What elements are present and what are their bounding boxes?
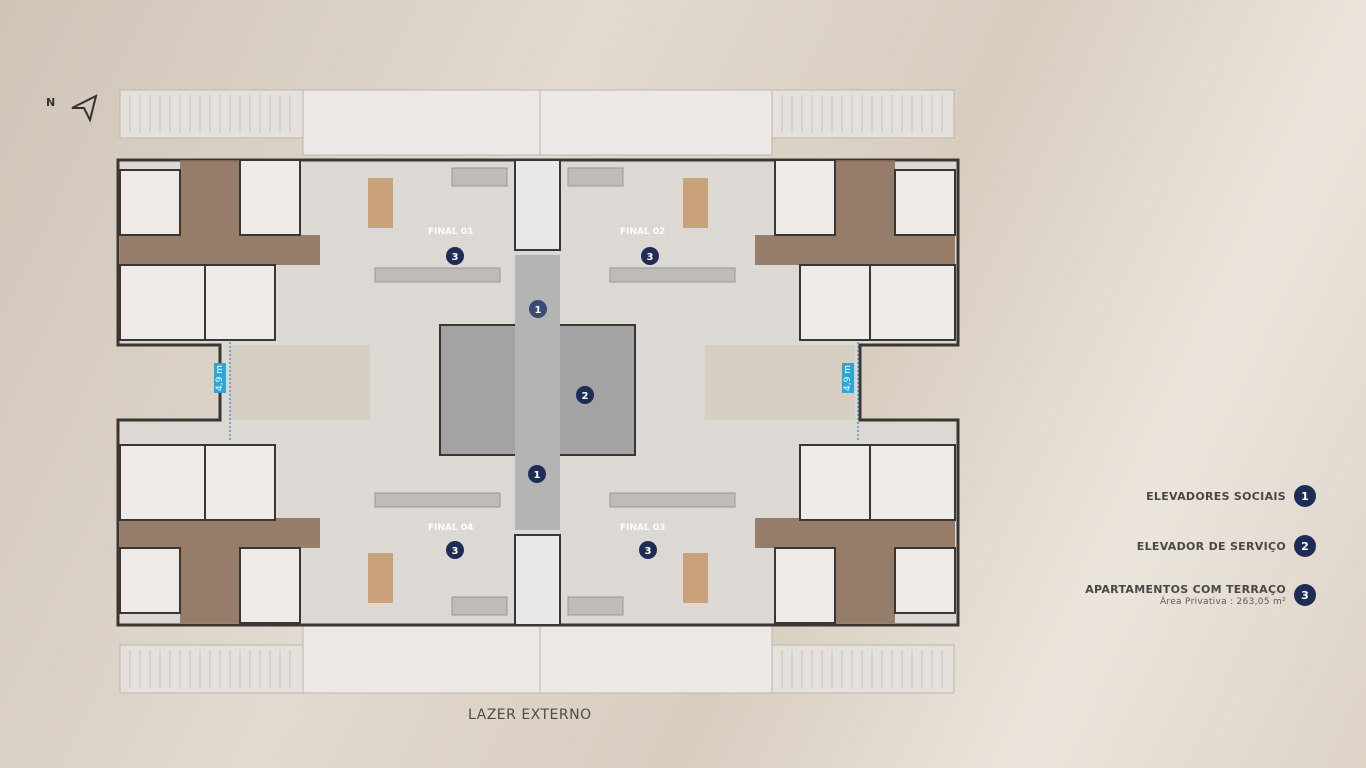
legend-badge: 1 xyxy=(1294,485,1316,507)
unit-label-final-01: FINAL 01 xyxy=(428,227,473,237)
unit-marker: 3 xyxy=(452,252,459,263)
unit-marker: 3 xyxy=(647,252,654,263)
north-label: N xyxy=(46,96,56,109)
dimension-left: 4,9 m xyxy=(213,363,226,393)
legend-text: ELEVADORES SOCIAIS xyxy=(1146,489,1286,503)
dimension-right: 4,9 m xyxy=(841,363,854,393)
unit-label-final-04: FINAL 04 xyxy=(428,523,473,533)
legend-text: ELEVADOR DE SERVIÇO xyxy=(1136,539,1286,553)
elevator-marker: 2 xyxy=(582,391,589,402)
unit-label-final-02: FINAL 02 xyxy=(620,227,665,237)
unit-marker: 3 xyxy=(645,546,652,557)
legend-subtext: Área Privativa : 263,05 m² xyxy=(1159,597,1286,607)
external-leisure-label: LAZER EXTERNO xyxy=(468,707,592,723)
legend-text: APARTAMENTOS COM TERRAÇO xyxy=(1085,583,1286,596)
legend-item-social-elevators: ELEVADORES SOCIAIS 1 xyxy=(1146,485,1316,507)
elevator-marker: 1 xyxy=(534,470,541,481)
elevator-marker: 1 xyxy=(535,305,542,316)
building xyxy=(116,158,960,627)
legend-item-terrace-apartments: APARTAMENTOS COM TERRAÇO Área Privativa … xyxy=(1085,583,1316,607)
legend-badge: 2 xyxy=(1294,535,1316,557)
north-arrow-icon xyxy=(71,94,98,123)
legend-item-service-elevator: ELEVADOR DE SERVIÇO 2 xyxy=(1137,535,1316,557)
unit-label-final-03: FINAL 03 xyxy=(620,523,665,533)
legend-badge: 3 xyxy=(1294,584,1316,606)
unit-marker: 3 xyxy=(452,546,459,557)
